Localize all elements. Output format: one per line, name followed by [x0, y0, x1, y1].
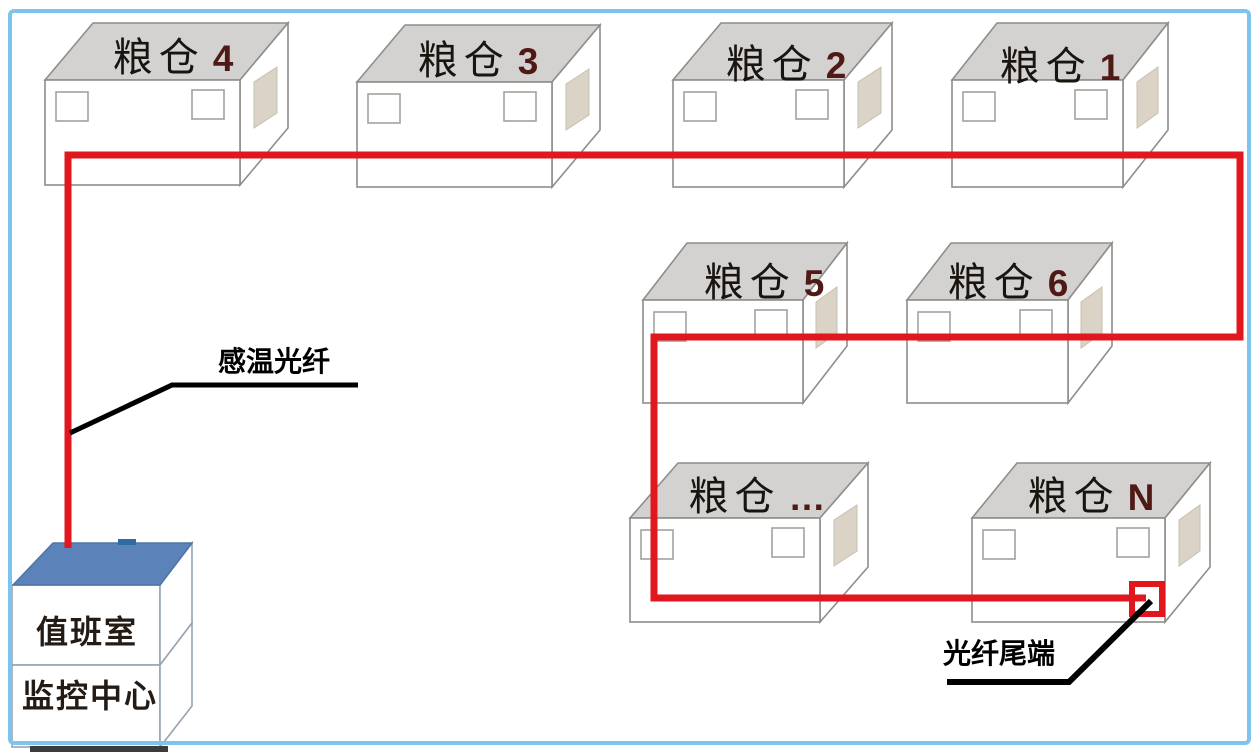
warehouse-name: 粮仓: [725, 42, 818, 88]
warehouse-name: 粮仓: [999, 44, 1092, 90]
warehouse-number: 6: [1047, 263, 1069, 304]
warehouse-number: 2: [825, 45, 847, 86]
warehouse-name: 粮仓: [112, 35, 205, 81]
warehouse-buildings: [43, 20, 1212, 625]
warehouse-number: 5: [803, 263, 825, 304]
warehouse-side-door: [1178, 504, 1201, 567]
monitor-center-label: 监控中心: [21, 677, 159, 715]
warehouse-window: [795, 89, 829, 120]
monitor-center-face: [11, 664, 161, 748]
fiber-cable: [64, 151, 1244, 602]
fiber-end-label: 光纤尾端: [943, 637, 1056, 670]
duty-room-face: [11, 584, 161, 666]
warehouse-window: [1116, 527, 1150, 558]
warehouse-window: [683, 91, 717, 122]
warehouse-window: [191, 89, 225, 120]
building-base-shadow: [30, 746, 168, 752]
warehouse-side-door: [253, 66, 278, 129]
fiber-end-marker: [1129, 581, 1165, 617]
warehouse-number: 4: [212, 38, 234, 79]
control-roof: [11, 542, 194, 586]
warehouse-name: 粮仓: [947, 260, 1040, 306]
warehouse-1: [950, 20, 1170, 190]
warehouse-3: [355, 22, 602, 190]
warehouse-name: 粮仓: [703, 260, 796, 306]
duty-room-label: 值班室: [35, 613, 139, 651]
warehouse-number: 3: [517, 41, 539, 82]
warehouse-window: [367, 93, 401, 124]
warehouse-side-door: [565, 68, 590, 131]
warehouse-window: [503, 91, 537, 122]
warehouse-side-door: [833, 504, 858, 567]
warehouse-window: [982, 529, 1016, 560]
warehouse-dots: [628, 460, 870, 625]
warehouse-n: [970, 460, 1212, 625]
fiber-label-leader: [68, 382, 358, 436]
warehouse-name: 粮仓: [688, 474, 781, 520]
warehouse-name: 粮仓: [1027, 474, 1120, 520]
warehouse-number: …: [788, 477, 826, 518]
warehouse-4: [43, 20, 290, 188]
warehouse-window: [771, 527, 805, 558]
fiber-end-leader: [947, 598, 1154, 685]
warehouse-side-door: [1136, 66, 1159, 129]
monitor-center-side: [159, 620, 193, 750]
warehouse-dots-label: 粮仓…: [689, 464, 826, 522]
warehouse-5: [641, 240, 849, 406]
warehouse-number: N: [1127, 477, 1155, 518]
warehouse-side-door: [857, 66, 882, 129]
warehouse-window: [962, 91, 996, 122]
warehouse-side-door: [1080, 286, 1103, 349]
warehouse-window: [55, 91, 89, 122]
warehouse-window: [1074, 89, 1108, 120]
warehouse-side-door: [815, 286, 838, 349]
control-center-building: [11, 539, 194, 750]
control-roof-vent: [118, 539, 136, 545]
warehouse-name: 粮仓: [417, 38, 510, 84]
warehouse-number: 1: [1099, 47, 1121, 88]
warehouse-2: [671, 20, 894, 190]
fiber-label: 感温光纤: [218, 345, 331, 378]
